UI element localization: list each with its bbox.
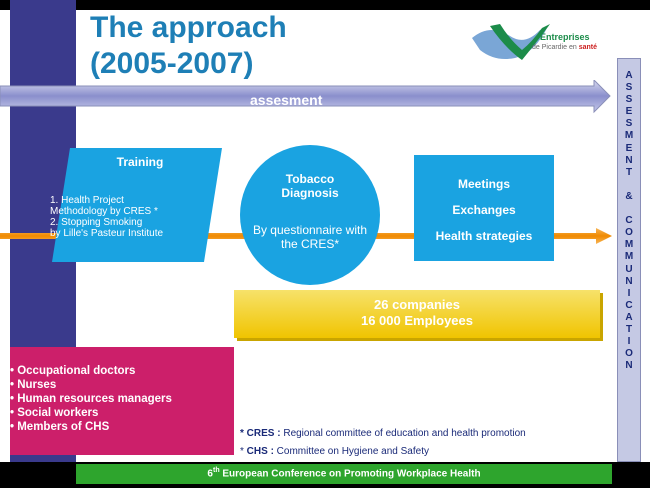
training-item-2-line-2: by Lille's Pasteur Institute	[50, 228, 164, 239]
footnote-chs: * CHS : Committee on Hygiene and Safety	[240, 446, 429, 457]
diagnosis-circle	[240, 145, 380, 285]
actors-box	[10, 347, 234, 455]
logo-text-line-2: de Picardie en santé	[532, 44, 597, 51]
footnote-cres-label: * CRES :	[240, 428, 281, 439]
footer-text: 6th European Conference on Promoting Wor…	[76, 467, 612, 479]
title-line-2: (2005-2007)	[90, 47, 254, 80]
footer-prefix: 6	[207, 468, 213, 480]
employees-count: 16 000 Employees	[360, 313, 474, 328]
footer-sup: th	[212, 467, 220, 474]
logo-text-line-1: Entreprises	[540, 32, 590, 42]
title-line-1: The approach	[90, 11, 287, 44]
actor-item: • Human resources managers	[10, 393, 172, 405]
logo-text-prefix: de Picardie en	[532, 44, 579, 51]
slide-title: The approach (2005-2007)	[90, 10, 287, 82]
logo-text-accent: santé	[578, 44, 597, 51]
diagnosis-title-line-2: Diagnosis	[281, 186, 339, 200]
companies-count: 26 companies	[374, 297, 460, 312]
side-banner	[617, 58, 641, 462]
diagnosis-body-line-1: By questionnaire with	[252, 223, 368, 237]
diagnosis-body-line-2: the CRES*	[280, 237, 340, 251]
training-title: Training	[116, 155, 164, 169]
training-item-1-line-2: Methodology by CRES *	[50, 206, 158, 217]
actor-item: • Nurses	[10, 379, 57, 391]
footnote-chs-prefix: *	[240, 446, 247, 457]
top-bar	[0, 0, 650, 10]
company-logo	[472, 24, 550, 60]
training-box	[52, 148, 222, 262]
assessment-arrow	[0, 80, 611, 114]
actor-item: • Social workers	[10, 407, 99, 419]
companies-box	[234, 290, 600, 338]
assessment-label: assesment	[250, 92, 323, 108]
meetings-item-1: Meetings	[457, 177, 510, 191]
meetings-item-3: Health strategies	[435, 229, 533, 243]
meetings-box	[414, 155, 554, 261]
actor-item: • Occupational doctors	[10, 365, 136, 377]
footer-bar	[76, 464, 612, 484]
meetings-item-2: Exchanges	[452, 203, 516, 217]
actor-item: • Members of CHS	[10, 421, 110, 433]
footer-conference: European Conference on Promoting Workpla…	[219, 468, 481, 480]
side-banner-text: A S S E S M E N T & C O M M U N I C A T …	[624, 70, 634, 372]
diagnosis-title-line-1: Tobacco	[285, 172, 335, 186]
footnote-cres-text: Regional committee of education and heal…	[280, 428, 526, 439]
training-item-2-line-1: 2. Stopping Smoking	[50, 217, 143, 228]
footnote-chs-text: Committee on Hygiene and Safety	[273, 446, 429, 457]
footnote-cres: * CRES : Regional committee of education…	[240, 428, 526, 439]
training-item-1-line-1: 1. Health Project	[50, 195, 124, 206]
footnote-chs-label: CHS :	[246, 446, 274, 457]
